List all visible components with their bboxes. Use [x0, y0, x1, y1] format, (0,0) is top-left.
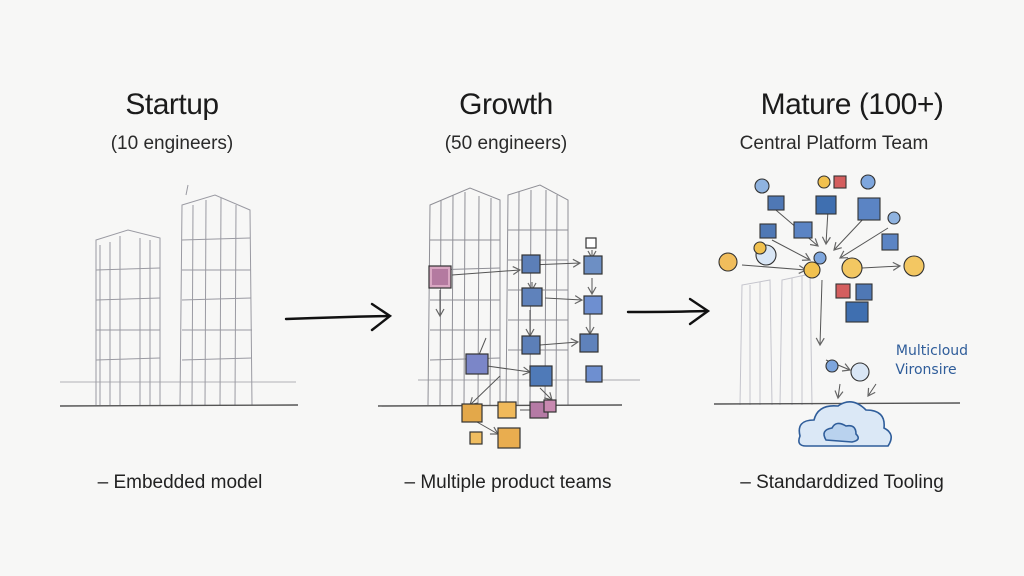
mature-node	[850, 362, 870, 382]
mature-node	[887, 211, 901, 225]
mature-node	[855, 283, 873, 301]
startup-buildings	[60, 184, 296, 406]
mature-faded-buildings	[739, 273, 813, 406]
growth-node	[585, 237, 597, 249]
growth-node	[529, 365, 553, 387]
startup-bullet: – Embedded model	[97, 472, 263, 493]
arrow-startup-to-growth	[284, 302, 393, 332]
startup-title: Startup	[125, 88, 219, 121]
growth-node	[585, 365, 603, 383]
mature-title: Mature (100+)	[760, 88, 944, 121]
startup-ground-line	[59, 404, 299, 407]
growth-node	[521, 254, 541, 274]
mature-node	[845, 301, 869, 323]
growth-node-orange	[461, 403, 483, 423]
mature-node-orange	[903, 255, 925, 277]
mature-nodes	[718, 174, 925, 382]
mature-node	[817, 175, 831, 189]
growth-node	[583, 255, 603, 275]
mature-node	[754, 178, 770, 194]
mature-node	[759, 223, 777, 239]
growth-node	[543, 399, 557, 413]
growth-subtitle: (50 engineers)	[444, 133, 568, 154]
mature-node	[793, 221, 813, 239]
growth-node	[521, 335, 541, 355]
annotation-line2: Vironsire	[895, 362, 957, 378]
mature-bullet: – Standarddized Tooling	[740, 472, 944, 493]
mature-node	[767, 195, 785, 211]
mature-node	[881, 233, 899, 251]
growth-node	[583, 295, 603, 315]
mature-node	[857, 197, 881, 221]
growth-node	[465, 353, 489, 375]
growth-title: Growth	[459, 88, 553, 121]
growth-node-orange	[497, 401, 517, 419]
mature-node	[860, 174, 876, 190]
mature-node-orange	[803, 261, 821, 279]
growth-bullet: – Multiple product teams	[404, 472, 612, 493]
cloud-icon	[798, 401, 892, 447]
mature-node	[825, 359, 839, 373]
mature-node	[835, 283, 851, 299]
mature-node-orange	[718, 252, 738, 272]
growth-node	[521, 287, 543, 307]
mature-node-orange	[841, 257, 863, 279]
arrow-growth-to-mature	[626, 297, 711, 326]
mature-node	[815, 195, 837, 215]
annotation-line1: Multicloud	[895, 343, 969, 359]
growth-node-orange	[497, 427, 521, 449]
mature-node-orange	[753, 241, 767, 255]
growth-node-orange	[469, 431, 483, 445]
mature-subtitle: Central Platform Team	[739, 133, 929, 154]
growth-node	[579, 333, 599, 353]
startup-subtitle: (10 engineers)	[110, 133, 234, 154]
growth-nodes	[428, 237, 603, 449]
mature-node	[833, 175, 847, 189]
mature-ground-line	[713, 402, 961, 405]
mature-node	[813, 251, 827, 265]
